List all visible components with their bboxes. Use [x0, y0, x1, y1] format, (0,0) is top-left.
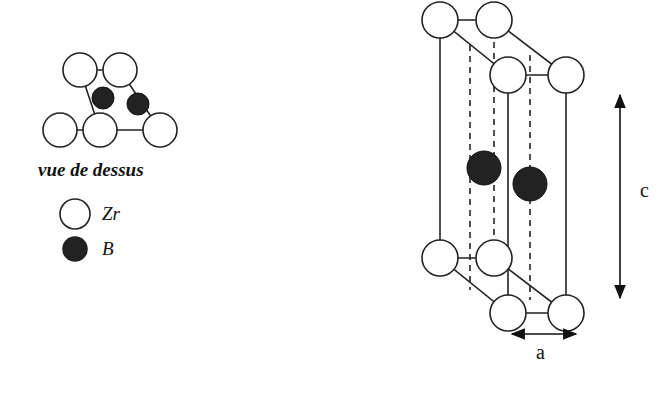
legend-entry: B [58, 232, 114, 266]
dimension-label: a [536, 342, 545, 362]
legend-swatch [60, 199, 90, 229]
dimension-label: c [640, 180, 649, 200]
legend-swatch-box [58, 232, 92, 266]
view-caption: vue de dessus [38, 160, 144, 179]
legend-swatch [63, 237, 87, 261]
unit-cell-edges [440, 20, 566, 313]
b-atoms [92, 87, 547, 201]
legend-text: B [102, 238, 114, 260]
legend-text: Zr [102, 203, 120, 225]
legend-swatch-box [58, 197, 92, 231]
legend-entry: Zr [58, 197, 120, 231]
dimension-arrows [512, 95, 620, 334]
